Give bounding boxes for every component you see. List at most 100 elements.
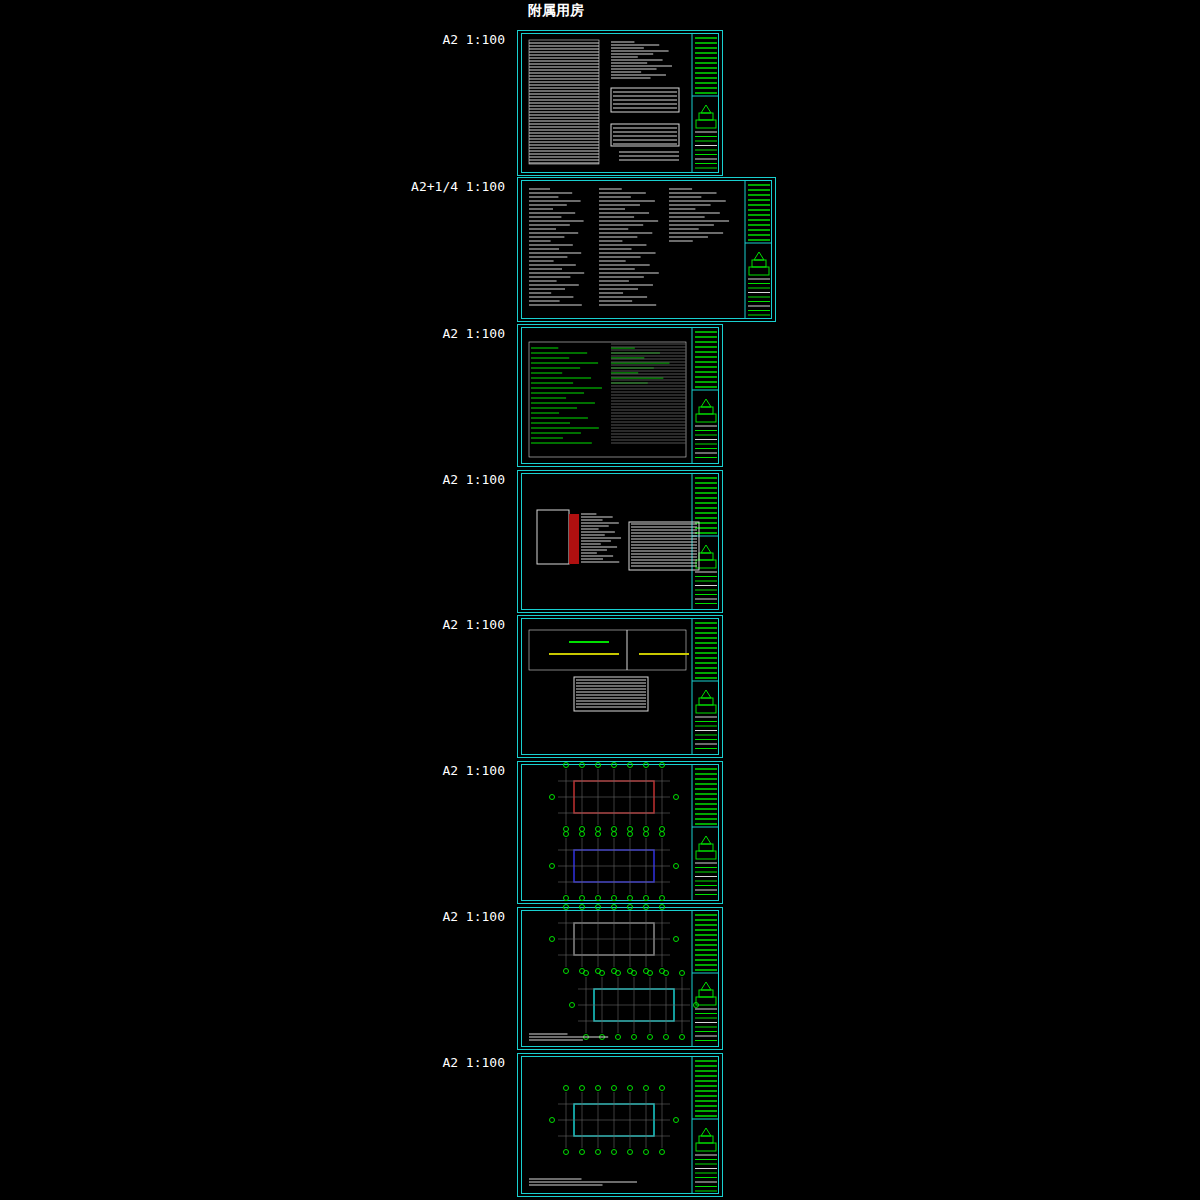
cad-line bbox=[669, 237, 708, 238]
cad-line bbox=[529, 85, 599, 86]
cad-line bbox=[695, 890, 717, 891]
cad-line bbox=[695, 132, 717, 133]
sheet-frame bbox=[518, 325, 723, 467]
cad-line bbox=[613, 136, 677, 137]
cad-line bbox=[660, 896, 665, 901]
drawing-sheet: A2 1:100 bbox=[517, 324, 723, 467]
cad-line bbox=[529, 305, 582, 306]
cad-line bbox=[699, 1136, 713, 1143]
cad-line bbox=[628, 1150, 633, 1155]
cad-line bbox=[612, 827, 617, 832]
sheet-scale-label: A2+1/4 1:100 bbox=[411, 179, 505, 194]
cad-line bbox=[695, 808, 717, 810]
logo bbox=[701, 545, 711, 553]
drawing-sheet: A2 1:100 bbox=[517, 1053, 723, 1197]
cad-line bbox=[695, 376, 717, 378]
cad-line bbox=[529, 112, 599, 113]
cad-line bbox=[695, 572, 717, 573]
cad-line bbox=[529, 103, 599, 104]
cad-line bbox=[611, 78, 651, 79]
cad-line bbox=[611, 69, 657, 70]
cad-line bbox=[529, 79, 599, 80]
cad-line bbox=[529, 73, 599, 74]
cad-line bbox=[619, 160, 679, 161]
cad-line bbox=[529, 145, 599, 146]
cad-line bbox=[631, 536, 697, 537]
cad-line bbox=[748, 306, 770, 307]
cad-line bbox=[695, 331, 717, 333]
cad-line bbox=[748, 234, 770, 236]
cad-line bbox=[580, 1086, 585, 1091]
cad-line bbox=[748, 194, 770, 196]
cad-line bbox=[611, 373, 638, 374]
cad-line bbox=[611, 428, 686, 429]
cad-line bbox=[529, 151, 599, 152]
cad-line bbox=[529, 265, 576, 266]
cad-line bbox=[695, 768, 717, 770]
cad-line bbox=[692, 96, 719, 97]
cad-line bbox=[529, 241, 551, 242]
cad-line bbox=[529, 1034, 568, 1035]
cad-line bbox=[748, 301, 770, 302]
cad-line bbox=[599, 289, 638, 290]
cad-line bbox=[531, 348, 558, 349]
cad-line bbox=[613, 140, 677, 141]
cad-line bbox=[529, 249, 559, 250]
cad-line bbox=[529, 82, 599, 83]
cad-line bbox=[628, 896, 633, 901]
cad-line bbox=[695, 356, 717, 358]
cad-line bbox=[695, 426, 717, 427]
cad-line bbox=[692, 681, 719, 682]
cad-line bbox=[695, 1164, 717, 1165]
cad-line bbox=[616, 1035, 621, 1040]
cad-line bbox=[644, 827, 649, 832]
cad-line bbox=[660, 832, 665, 837]
cad-line bbox=[695, 150, 717, 151]
drawing-title: 附属用房 bbox=[528, 2, 584, 20]
cad-line bbox=[631, 539, 697, 540]
logo bbox=[754, 252, 764, 260]
title-block bbox=[692, 618, 693, 755]
cad-line bbox=[695, 1191, 717, 1192]
cad-line bbox=[599, 189, 622, 190]
cad-line bbox=[529, 1040, 583, 1041]
cad-line bbox=[660, 905, 665, 910]
cad-line bbox=[599, 257, 641, 258]
cad-line bbox=[644, 896, 649, 901]
cad-line bbox=[660, 827, 665, 832]
cad-line bbox=[695, 773, 717, 775]
cad-line bbox=[581, 559, 603, 560]
cad-line bbox=[611, 48, 644, 49]
cad-line bbox=[613, 100, 677, 101]
cad-line bbox=[613, 92, 677, 93]
cad-line bbox=[580, 827, 585, 832]
cad-line bbox=[631, 545, 697, 546]
cad-line bbox=[695, 1018, 717, 1019]
cad-line bbox=[529, 76, 599, 77]
cad-line bbox=[695, 67, 717, 69]
cad-line bbox=[695, 576, 717, 577]
cad-line bbox=[564, 969, 569, 974]
cad-line bbox=[531, 378, 591, 379]
cad-line bbox=[611, 368, 686, 369]
cad-line bbox=[695, 517, 717, 519]
cad-line bbox=[522, 911, 719, 1047]
cad-line bbox=[522, 328, 719, 464]
cad-line bbox=[531, 373, 562, 374]
cad-line bbox=[529, 189, 550, 190]
cad-line bbox=[599, 269, 635, 270]
cad-line bbox=[695, 677, 717, 679]
cad-line bbox=[558, 1120, 670, 1121]
cad-line bbox=[611, 88, 679, 112]
cad-line bbox=[529, 94, 599, 95]
cad-line bbox=[581, 529, 599, 530]
cad-line bbox=[611, 72, 641, 73]
cad-line bbox=[695, 1036, 717, 1037]
cad-line bbox=[599, 217, 634, 218]
cad-line bbox=[531, 443, 592, 444]
cad-line bbox=[529, 40, 599, 164]
cad-line bbox=[628, 905, 633, 910]
cad-line bbox=[669, 209, 695, 210]
cad-line bbox=[522, 765, 719, 901]
cad-line bbox=[752, 260, 766, 267]
